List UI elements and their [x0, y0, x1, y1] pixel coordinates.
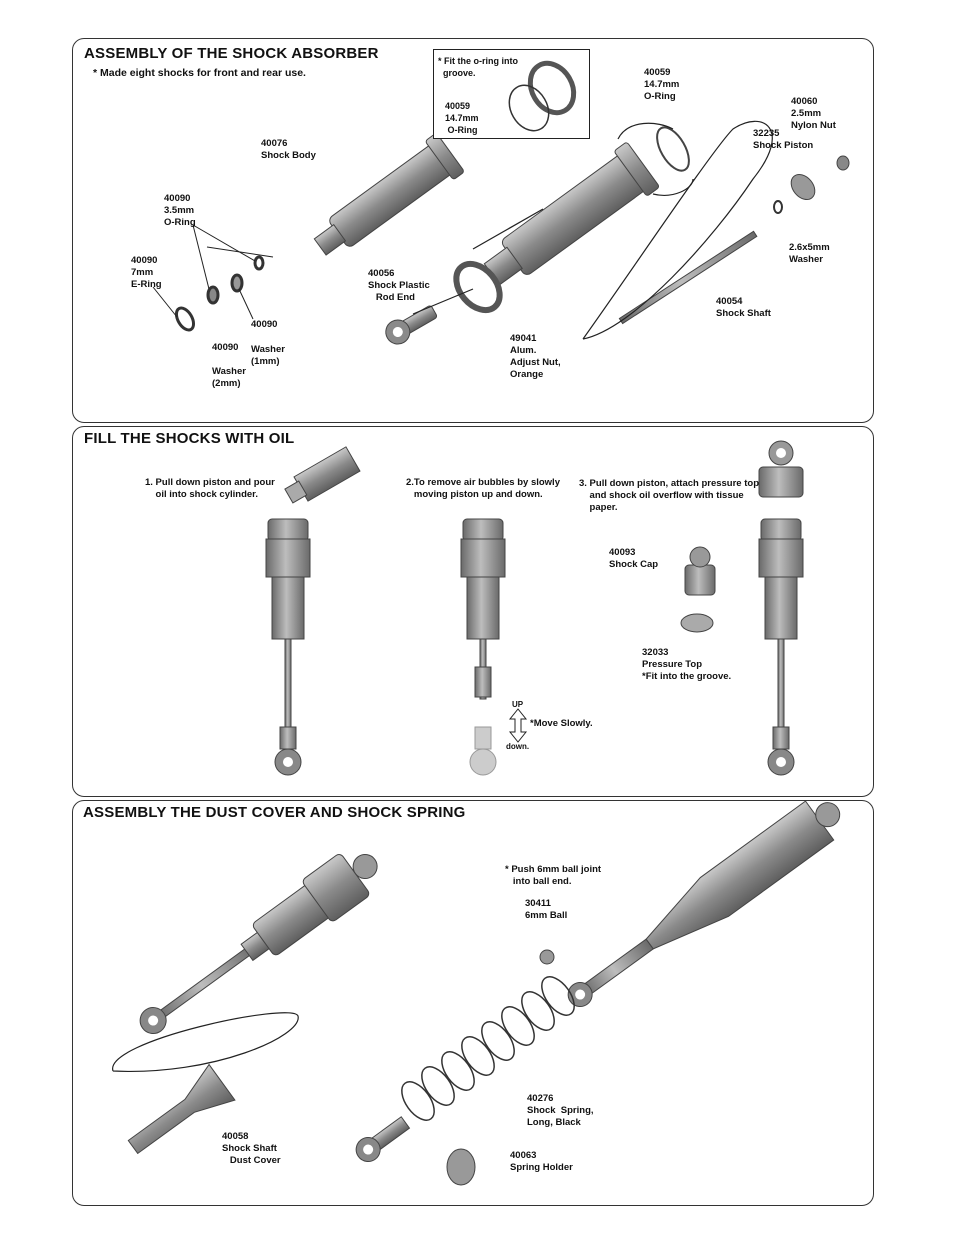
shock-step1 [265, 518, 311, 776]
oring-detail-icon [508, 60, 577, 132]
dust-diagram [112, 801, 841, 1186]
shock-step3 [758, 518, 804, 776]
oring-note: * Fit the o-ring into groove. [438, 56, 518, 78]
label-shock-body: 40076 Shock Body [261, 138, 316, 161]
dust-push-label: * Push 6mm ball joint into ball end. [505, 864, 602, 887]
dust-cover-part [127, 1063, 236, 1155]
spring-holder-part [446, 1148, 476, 1186]
ball-part [539, 949, 555, 965]
assembly-subtitle: * Made eight shocks for front and rear u… [93, 67, 306, 79]
shock-body-part-2 [483, 142, 660, 286]
shock-right-part [567, 801, 841, 1008]
dust-cover-label: 40058 Shock Shaft Dust Cover [222, 1131, 281, 1166]
oring-box-label: 40059 14.7mm O-Ring [445, 101, 479, 135]
assembly-title: ASSEMBLY OF THE SHOCK ABSORBER [84, 45, 379, 62]
fill-diagram [265, 440, 804, 776]
rod-end-bottom [355, 1116, 411, 1163]
label-oring147: 40059 14.7mm O-Ring [644, 67, 680, 102]
fill-step1: 1. Pull down piston and pour oil into sh… [145, 477, 275, 500]
label-ering: 40090 7mm E-Ring [131, 255, 162, 290]
fill-step2: 2.To remove air bubbles by slowly moving… [406, 477, 560, 500]
dust-ball-label: 30411 6mm Ball [525, 898, 568, 921]
fill-down-label: down. [506, 742, 530, 751]
cap-top-part [758, 440, 804, 498]
label-adjust-nut: 49041 Alum. Adjust Nut, Orange [510, 333, 561, 380]
oil-bottle [284, 446, 361, 504]
label-nylon-nut: 40060 2.5mm Nylon Nut [791, 96, 836, 131]
up-down-arrow-icon [508, 708, 528, 743]
label-washer2: 40090 Washer (2mm) [212, 342, 246, 389]
assembly-diagram [152, 120, 850, 345]
dust-spring-label: 40276 Shock Spring, Long, Black [527, 1093, 594, 1128]
fill-pressure-label: 32033 Pressure Top *Fit into the groove. [642, 647, 732, 682]
label-oring35: 40090 3.5mm O-Ring [164, 193, 196, 228]
fill-title: FILL THE SHOCKS WITH OIL [84, 430, 295, 447]
label-shaft: 40054 Shock Shaft [716, 296, 771, 319]
dust-holder-label: 40063 Spring Holder [510, 1150, 573, 1173]
spring-part [401, 976, 575, 1121]
oring-note-box: * Fit the o-ring into groove. 40059 14.7… [433, 49, 590, 139]
label-washer1-desc: Washer (1mm) [251, 344, 285, 367]
shock-step2 [460, 518, 506, 776]
small-parts [174, 255, 265, 332]
dust-panel: ASSEMBLY THE DUST COVER AND SHOCK SPRING… [72, 800, 874, 1206]
rod-end-part [385, 305, 438, 345]
assembly-panel: ASSEMBLY OF THE SHOCK ABSORBER * Made ei… [72, 38, 874, 423]
label-rod-end: 40056 Shock Plastic Rod End [368, 268, 430, 303]
label-washer1: 40090 [251, 319, 278, 330]
fill-step3: 3. Pull down piston, attach pressure top… [579, 478, 759, 513]
fill-panel: FILL THE SHOCKS WITH OIL 1. Pull down pi… [72, 426, 874, 797]
label-piston: 32235 Shock Piston [753, 128, 814, 151]
fill-up-label: UP [512, 700, 524, 709]
fill-move-label: *Move Slowly. [530, 718, 593, 729]
shock-left-part [139, 854, 378, 1035]
shock-body-part [313, 133, 464, 256]
label-washer26: 2.6x5mm Washer [789, 242, 830, 265]
fill-cap-label: 40093 Shock Cap [609, 547, 659, 570]
dust-title: ASSEMBLY THE DUST COVER AND SHOCK SPRING [83, 804, 466, 821]
shock-cap-part [680, 546, 716, 633]
